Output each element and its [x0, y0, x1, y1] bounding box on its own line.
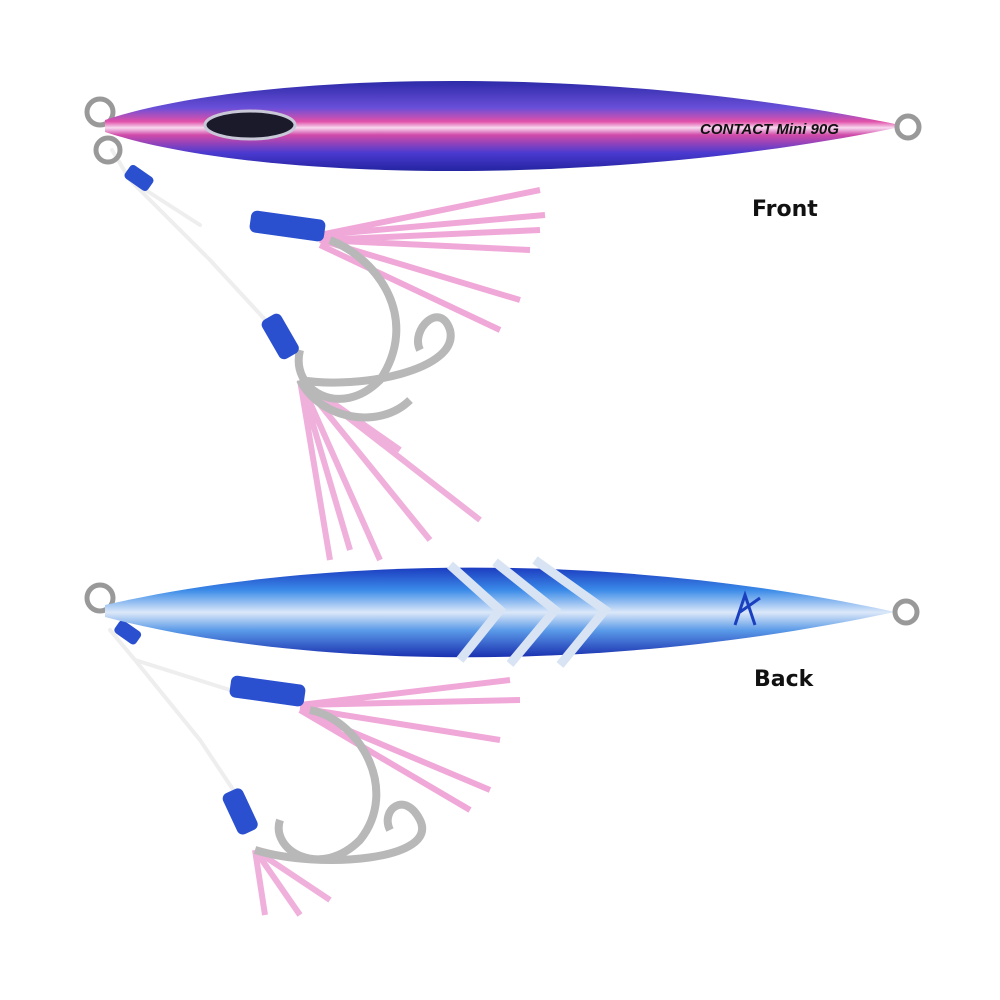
front-tail-ring — [894, 113, 922, 141]
back-sleeve-1 — [229, 675, 306, 707]
front-sleeve-1 — [249, 210, 326, 242]
front-body — [105, 80, 905, 172]
back-logo-mark — [733, 590, 761, 626]
back-tail-ring — [892, 598, 920, 626]
back-sleeve-2 — [222, 788, 258, 835]
front-split-ring — [84, 96, 116, 128]
back-hook-1 — [274, 706, 381, 864]
back-assist-line — [108, 628, 242, 802]
front-jig: CONTACT Mini 90G — [84, 80, 922, 562]
front-label: Front — [752, 197, 818, 222]
front-eye — [203, 109, 297, 141]
back-sleeve-3 — [114, 620, 142, 645]
back-skirt-lower — [252, 847, 332, 917]
front-hook-2 — [296, 313, 455, 422]
front-sleeve-2 — [261, 313, 299, 360]
back-hook-2 — [253, 800, 427, 864]
back-label: Back — [754, 667, 814, 692]
back-split-ring — [84, 582, 116, 614]
back-skirt-upper — [298, 677, 521, 813]
front-brand-text: CONTACT Mini 90G — [700, 121, 839, 138]
back-jig — [84, 556, 920, 917]
front-split-ring-2 — [93, 135, 123, 165]
front-skirt-lower — [297, 377, 482, 562]
back-chevrons — [446, 556, 612, 668]
front-sleeve-3 — [124, 164, 154, 192]
front-skirt-upper — [318, 187, 546, 333]
